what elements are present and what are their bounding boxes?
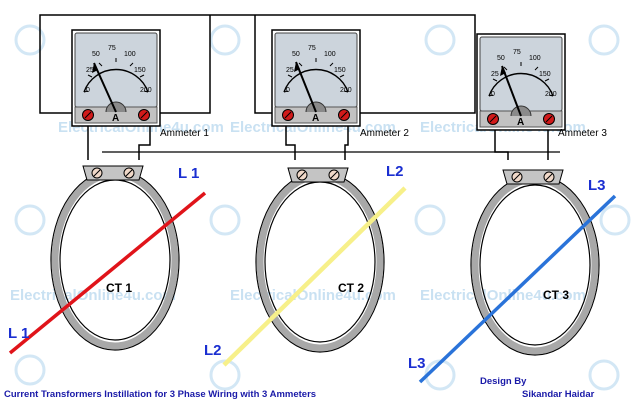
scale-tick-label: 150 <box>134 67 146 74</box>
scale-tick-label: 25 <box>286 67 294 74</box>
ammeter-3: 0 25 50 75 100 150 200 A <box>476 33 566 131</box>
meter-scale: 0 25 50 75 100 150 200 <box>286 45 352 94</box>
scale-tick-label: 75 <box>108 45 116 52</box>
watermark-text: ElectricalOnline4u.com <box>420 287 586 304</box>
ammeter-1: 0 25 50 75 100 150 200 A <box>71 29 161 127</box>
current-transformer-1 <box>50 165 180 351</box>
ct-label: CT 2 <box>338 281 364 295</box>
scale-tick-label: 100 <box>529 55 541 62</box>
phase-label-bottom: L2 <box>204 342 222 359</box>
unit-symbol: A <box>112 113 119 124</box>
ammeter-label: Ammeter 1 <box>160 128 209 139</box>
meter-needle <box>93 62 117 113</box>
scale-tick-label: 0 <box>286 87 290 94</box>
scale-tick-label: 200 <box>140 87 152 94</box>
scale-tick-label: 25 <box>86 67 94 74</box>
diagram-caption: Current Transformers Instillation for 3 … <box>4 389 316 400</box>
scale-tick-label: 150 <box>539 71 551 78</box>
ct-label: CT 3 <box>543 288 569 302</box>
scale-tick-label: 75 <box>308 45 316 52</box>
scale-tick-label: 50 <box>292 51 300 58</box>
scale-tick-label: 150 <box>334 67 346 74</box>
ammeter-2: 0 25 50 75 100 150 200 A <box>271 29 361 127</box>
meter-needle <box>501 65 522 117</box>
phase-label-top: L2 <box>386 163 404 180</box>
current-transformer-3 <box>470 169 600 356</box>
scale-tick-label: 100 <box>124 51 136 58</box>
phase-label-bottom: L 1 <box>8 325 29 342</box>
scale-tick-label: 0 <box>86 87 90 94</box>
phase-line-l3 <box>418 194 617 384</box>
meter-scale: 0 25 50 75 100 150 200 <box>491 49 557 98</box>
scale-tick-label: 50 <box>92 51 100 58</box>
unit-symbol: A <box>312 113 319 124</box>
meter-loop-wires <box>39 14 560 160</box>
credit-line-1: Design By <box>480 376 527 387</box>
scale-tick-label: 75 <box>513 49 521 56</box>
ammeter-label: Ammeter 3 <box>558 128 607 139</box>
scale-tick-label: 50 <box>497 55 505 62</box>
scale-tick-label: 100 <box>324 51 336 58</box>
phase-line-l1 <box>8 191 207 355</box>
phase-line-l2 <box>222 186 407 367</box>
scale-tick-label: 200 <box>545 91 557 98</box>
scale-tick-label: 25 <box>491 71 499 78</box>
ct-label: CT 1 <box>106 281 132 295</box>
phase-label-top: L3 <box>588 177 606 194</box>
scale-tick-label: 200 <box>340 87 352 94</box>
phase-label-bottom: L3 <box>408 355 426 372</box>
current-transformer-2 <box>255 167 385 353</box>
watermark-text: ElectricalOnline4u.com <box>10 287 176 304</box>
unit-symbol: A <box>517 117 524 128</box>
credit-line-2: Sikandar Haidar <box>522 389 595 400</box>
scale-tick-label: 0 <box>491 91 495 98</box>
phase-label-top: L 1 <box>178 165 199 182</box>
ammeter-label: Ammeter 2 <box>360 128 409 139</box>
meter-scale: 0 25 50 75 100 150 200 <box>86 45 152 94</box>
meter-needle <box>295 61 317 113</box>
